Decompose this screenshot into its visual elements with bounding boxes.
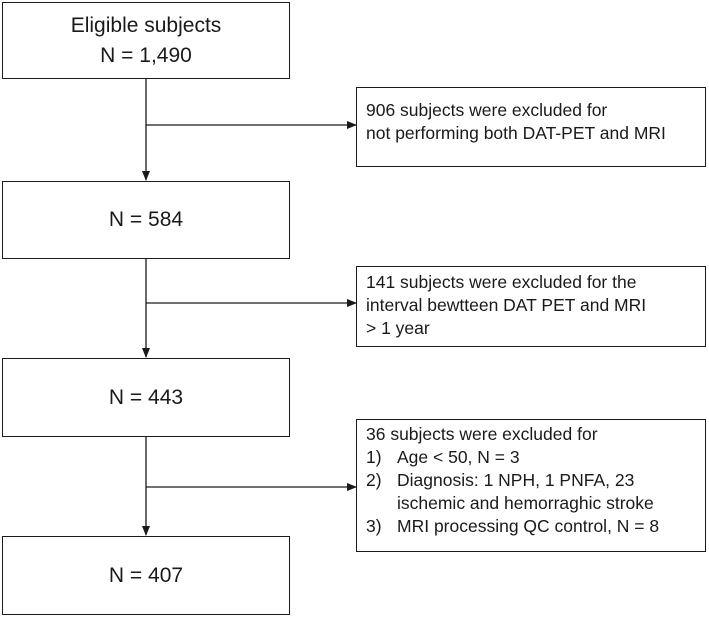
item-number: 1) <box>366 447 382 467</box>
exclusion-3-item-1: 1) Age < 50, N = 3 <box>366 446 697 469</box>
item-text: Diagnosis: 1 NPH, 1 PNFA, 23 <box>397 470 635 490</box>
n-443-box: N = 443 <box>2 358 290 437</box>
eligible-subjects-count: N = 1,490 <box>100 43 192 67</box>
exclusion-2-line-2: interval bewtteen DAT PET and MRI <box>366 295 647 315</box>
exclusion-box-3: 36 subjects were excluded for 1) Age < 5… <box>356 419 706 552</box>
exclusion-3-item-2-continuation: ischemic and hemorraghic stroke <box>397 493 654 513</box>
item-text: MRI processing QC control, N = 8 <box>397 516 660 536</box>
exclusion-3-item-3: 3) MRI processing QC control, N = 8 <box>366 515 697 538</box>
exclusion-3-header: 36 subjects were excluded for <box>366 424 598 444</box>
n-584-box: N = 584 <box>2 181 290 259</box>
eligible-subjects-box: Eligible subjects N = 1,490 <box>2 2 290 79</box>
exclusion-box-1: 906 subjects were excluded for not perfo… <box>356 87 706 167</box>
exclusion-box-2: 141 subjects were excluded for the inter… <box>356 266 706 347</box>
eligible-subjects-title: Eligible subjects <box>70 13 222 37</box>
exclusion-1-line-1: 906 subjects were excluded for <box>366 100 608 120</box>
item-text: Age < 50, N = 3 <box>397 447 520 467</box>
exclusion-2-line-3: > 1 year <box>366 318 430 338</box>
n-584-count: N = 584 <box>108 208 184 231</box>
n-407-box: N = 407 <box>2 536 290 615</box>
item-number: 2) <box>366 470 382 490</box>
item-number: 3) <box>366 516 382 536</box>
n-443-count: N = 443 <box>108 385 184 409</box>
exclusion-1-line-2: not performing both DAT-PET and MRI <box>366 123 666 143</box>
exclusion-2-line-1: 141 subjects were excluded for the <box>366 272 637 292</box>
n-407-count: N = 407 <box>108 563 184 587</box>
exclusion-3-item-2: 2) Diagnosis: 1 NPH, 1 PNFA, 23 <box>366 469 697 492</box>
